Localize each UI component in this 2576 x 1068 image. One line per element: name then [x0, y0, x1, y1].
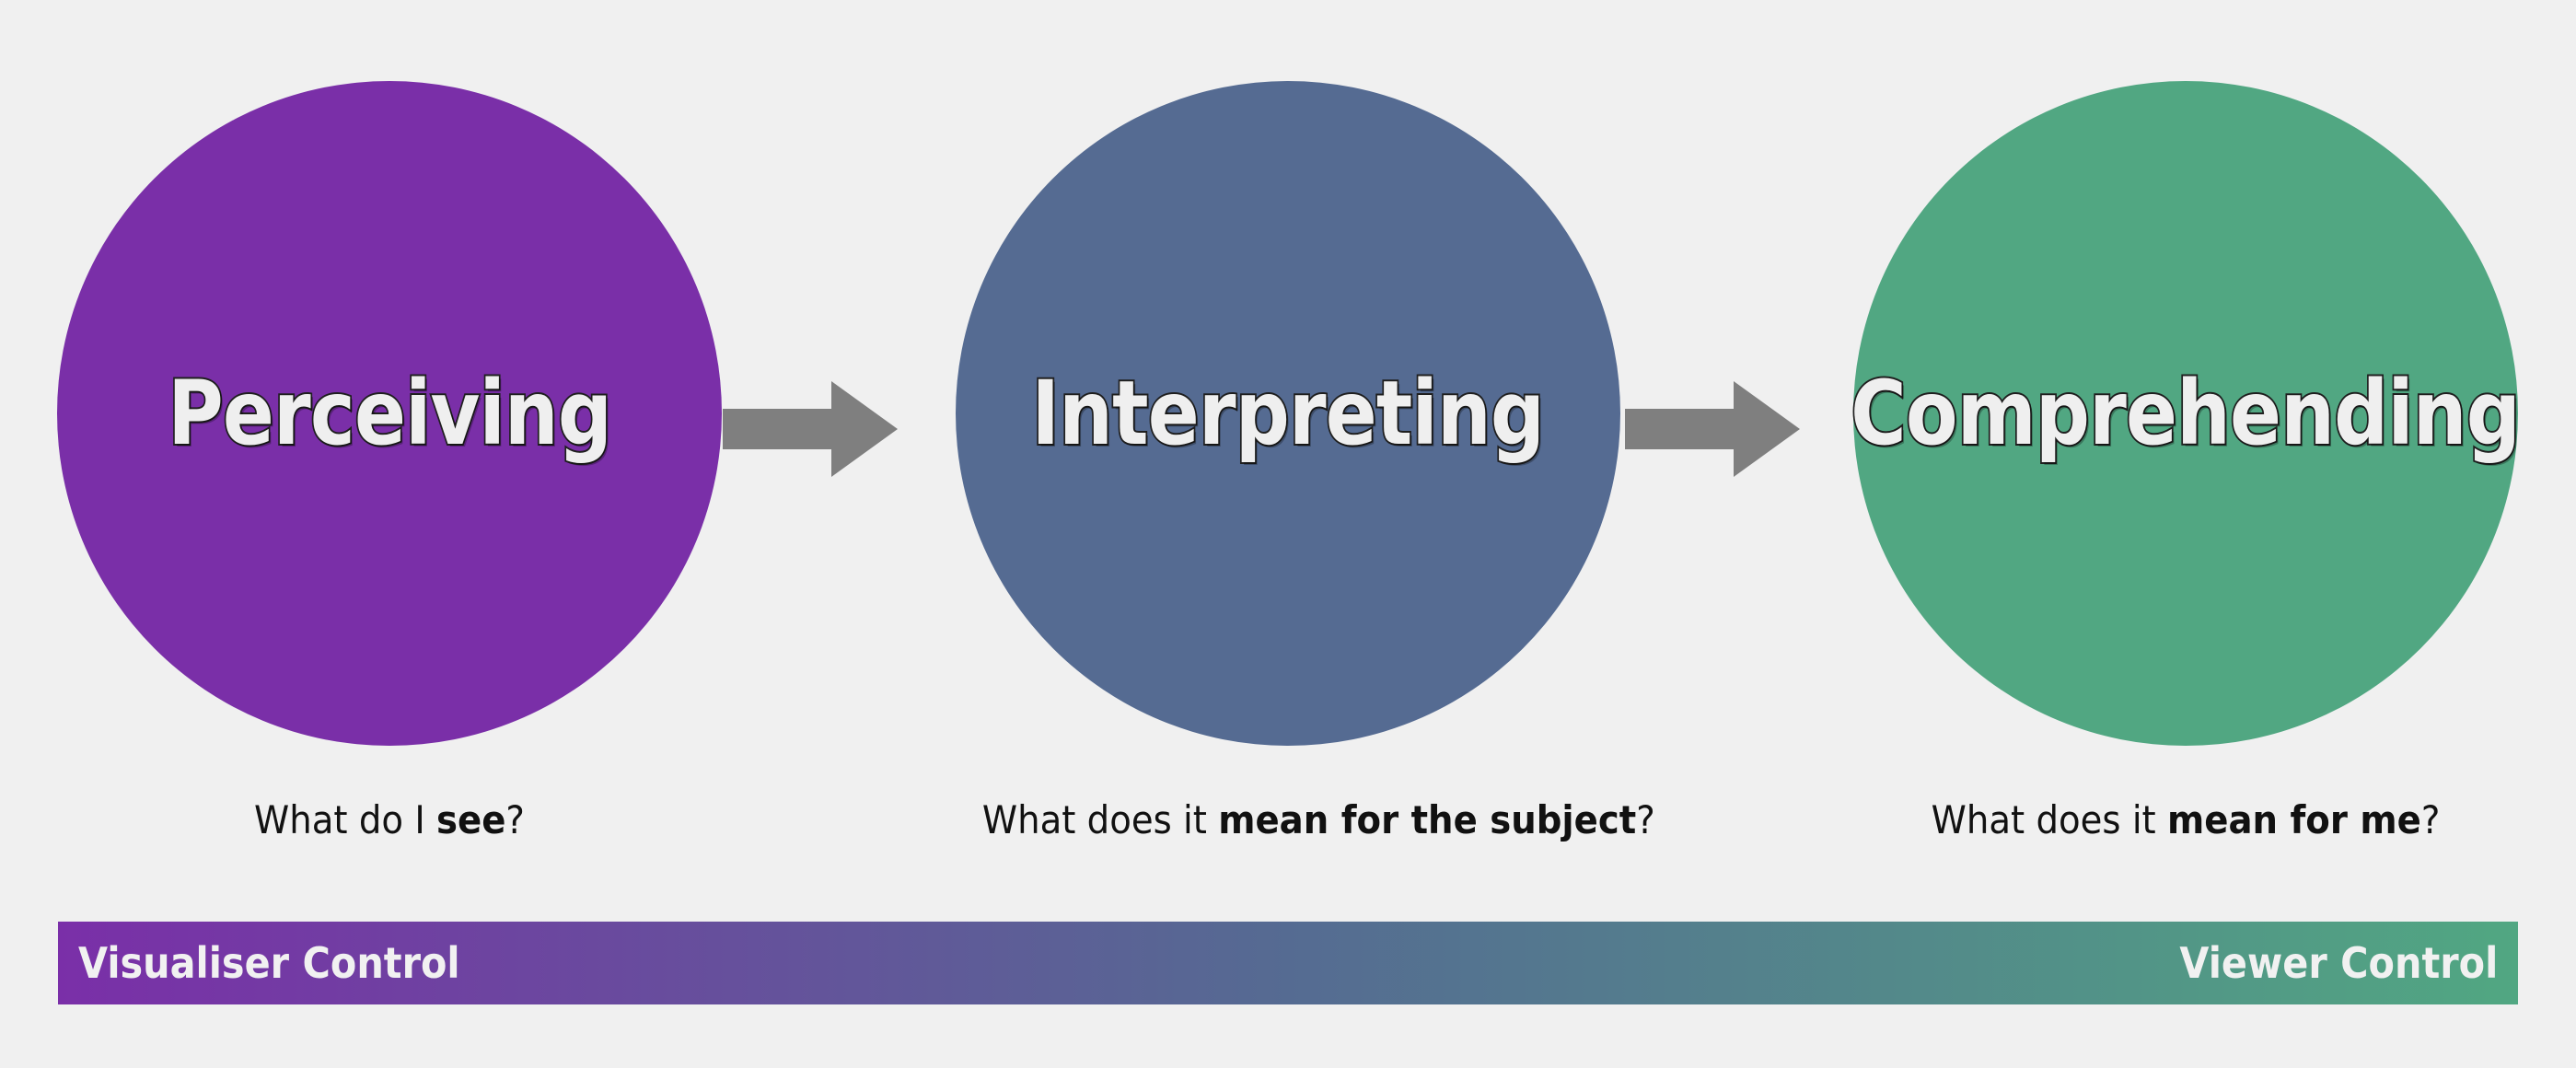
caption-prefix: What do I	[254, 797, 437, 842]
stage-caption-interpreting: What does it mean for the subject?	[981, 797, 1655, 842]
control-gradient-bar: Visualiser Control Viewer Control	[58, 922, 2518, 1004]
caption-suffix: ?	[505, 797, 525, 842]
caption-emphasis: mean for the subject	[1218, 797, 1637, 842]
stage-label-interpreting: Interpreting	[1030, 362, 1547, 465]
arrow-interpreting-to-comprehending	[1625, 381, 1800, 477]
caption-emphasis: mean for me	[2166, 797, 2421, 842]
right-arrow-icon	[723, 381, 898, 477]
stage-label-perceiving: Perceiving	[166, 362, 613, 465]
stage-circle-comprehending: Comprehending	[1850, 81, 2523, 746]
caption-prefix: What does it	[1931, 797, 2167, 842]
right-arrow-icon	[1625, 381, 1800, 477]
stage-caption-comprehending: What does it mean for me?	[1880, 797, 2491, 842]
stage-caption-perceiving: What do I see?	[84, 797, 695, 842]
caption-suffix: ?	[2420, 797, 2441, 842]
caption-suffix: ?	[1636, 797, 1655, 842]
caption-emphasis: see	[436, 797, 506, 842]
control-bar-label-visualiser: Visualiser Control	[78, 938, 460, 988]
stage-label-comprehending: Comprehending	[1850, 362, 2523, 465]
stage-circle-perceiving: Perceiving	[57, 81, 722, 746]
stage-circle-interpreting: Interpreting	[956, 81, 1620, 746]
control-bar-label-viewer: Viewer Control	[2179, 938, 2498, 988]
arrow-perceiving-to-interpreting	[723, 381, 898, 477]
caption-prefix: What does it	[981, 797, 1219, 842]
